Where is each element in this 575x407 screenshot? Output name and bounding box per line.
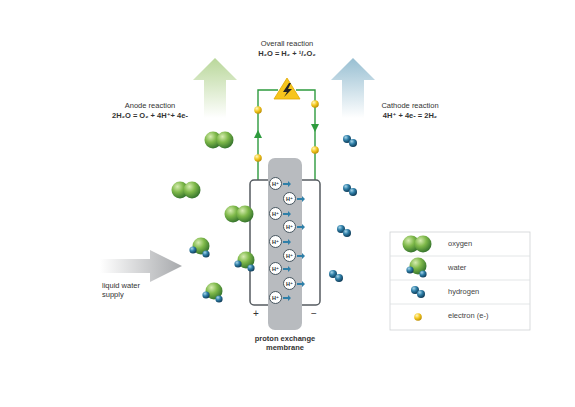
anode-title: Anode reaction <box>90 101 210 110</box>
membrane-label: proton exchange membrane <box>250 334 320 352</box>
legend-text: oxygen <box>448 239 528 248</box>
proton-circle: H⁺ <box>283 249 296 262</box>
water-supply-arrow <box>100 250 182 282</box>
minus-sign: − <box>308 309 320 319</box>
proton-arrow <box>297 196 305 202</box>
proton-circle: H⁺ <box>269 291 282 304</box>
proton-arrow <box>283 239 291 245</box>
molecules <box>172 132 358 303</box>
proton-label: H⁺ <box>286 196 293 202</box>
proton-circle: H⁺ <box>269 235 282 248</box>
plus-sign: + <box>250 309 262 319</box>
overall-equation: H₂O = H₂ + ¹/₂O₂ <box>227 49 347 58</box>
proton-label: H⁺ <box>272 295 279 301</box>
proton-label: H⁺ <box>272 266 279 272</box>
legend-text: hydrogen <box>448 287 528 296</box>
proton-circle: H⁺ <box>269 207 282 220</box>
proton-circle: H⁺ <box>269 177 282 190</box>
right-wire-arrow <box>311 124 319 132</box>
cathode-equation: 4H⁺ + 4e- = 2H₂ <box>350 111 470 120</box>
cell-outline <box>250 180 320 305</box>
proton-arrow <box>283 181 291 187</box>
hydrogen-out-arrow <box>331 58 375 118</box>
proton-label: H⁺ <box>272 239 279 245</box>
power-source <box>274 78 300 99</box>
electron-dots <box>254 100 319 162</box>
proton-arrow <box>297 224 305 230</box>
legend-text: water <box>448 263 528 272</box>
proton-circle: H⁺ <box>283 220 296 233</box>
legend-text: electron (e-) <box>448 311 528 320</box>
oxygen-out-arrow <box>193 58 237 118</box>
proton-arrow <box>283 266 291 272</box>
proton-label: H⁺ <box>272 211 279 217</box>
left-wire-arrow <box>254 130 262 138</box>
proton-label: H⁺ <box>272 181 279 187</box>
water-supply-label: liquid water supply <box>102 281 154 299</box>
proton-label: H⁺ <box>286 224 293 230</box>
proton-label: H⁺ <box>286 281 293 287</box>
proton-circle: H⁺ <box>283 192 296 205</box>
cathode-title: Cathode reaction <box>350 101 470 110</box>
proton-arrow <box>297 253 305 259</box>
anode-equation: 2H₂O = O₂ + 4H⁺+ 4e- <box>90 111 210 120</box>
proton-label: H⁺ <box>286 253 293 259</box>
proton-arrow <box>283 295 291 301</box>
proton-circle: H⁺ <box>283 277 296 290</box>
membrane-band: proton exchange membraneH⁺H⁺H⁺H⁺H⁺H⁺H⁺H⁺… <box>268 158 302 330</box>
proton-arrow <box>297 281 305 287</box>
overall-title: Overall reaction <box>227 39 347 48</box>
proton-arrow <box>283 211 291 217</box>
legend-box <box>390 232 530 330</box>
proton-circle: H⁺ <box>269 262 282 275</box>
